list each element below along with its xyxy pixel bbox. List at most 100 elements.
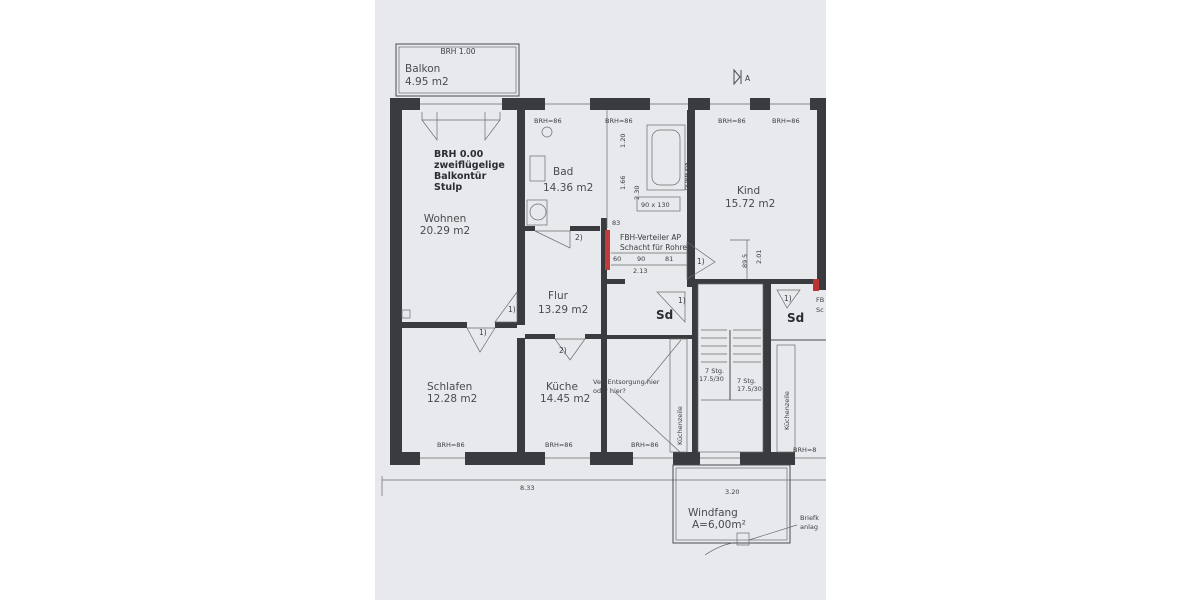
wall-flur-right <box>601 218 607 452</box>
dim-total-label: 8.33 <box>520 484 534 492</box>
left-wall <box>390 98 402 465</box>
sc-partial-label: Sc <box>816 306 824 314</box>
fbh-dim-total: 2.13 <box>633 267 647 275</box>
dim-right-label: 3.20 <box>725 488 739 496</box>
brh-kind-1: BRH=86 <box>718 117 746 125</box>
door-label-sd-right: 1) <box>784 294 792 303</box>
washer-box <box>526 199 548 226</box>
wall-wohnen-schlafen-b <box>495 322 517 328</box>
windfang-area: A=6,00m² <box>692 519 746 531</box>
door-label-wohnen: 1) <box>508 305 516 314</box>
right-brh: BRH=8 <box>793 446 816 454</box>
letterbox-icon <box>736 532 750 546</box>
kind-dim-201: 2.01 <box>755 250 763 264</box>
schlafen-name: Schlafen <box>427 381 472 393</box>
bad-area: 14.36 m2 <box>543 182 593 194</box>
door-bad-icon <box>534 230 571 249</box>
brh-kueche-1: BRH=86 <box>545 441 573 449</box>
fbh-dim-81: 81 <box>665 255 673 263</box>
door-kind-icon <box>686 241 716 280</box>
brh-bad: BRH=86 <box>534 117 562 125</box>
balcony-door-leaf-right <box>484 112 501 142</box>
kueche-note-arrow-1 <box>644 339 682 385</box>
kueche-note1: Ver- Entsorgung hier <box>593 378 660 386</box>
washer-icon <box>529 203 547 221</box>
balcony-inner <box>398 46 517 94</box>
brief-line2: anlag <box>800 523 818 531</box>
windows-bottom <box>420 452 826 465</box>
wall-bad-flur-a <box>525 226 535 231</box>
fbh-dim-60: 60 <box>613 255 621 263</box>
floor-plan-sheet: BRH 1.00 Balkon 4.95 m2 A <box>375 0 826 600</box>
kueche-name: Küche <box>546 381 578 393</box>
brh-kueche-2: BRH=86 <box>631 441 659 449</box>
entrance-swing <box>704 542 734 556</box>
bad-dim-120: 1.20 <box>619 134 627 148</box>
fbh-small-dim: 83 <box>612 219 620 227</box>
section-marker-icon <box>733 68 741 86</box>
wall-right-edge <box>817 110 826 290</box>
bad-dim-166: 1.66 <box>619 176 627 190</box>
wohnen-note-stulp: Stulp <box>434 182 462 193</box>
windfang-inner <box>675 467 788 541</box>
brh-bath: BRH=86 <box>605 117 633 125</box>
shower-box <box>636 196 681 212</box>
floor-plan: BRH 1.00 Balkon 4.95 m2 A <box>381 43 826 556</box>
door-schlafen-icon <box>466 327 496 353</box>
stair-left-count: 7 Stg. <box>705 367 724 375</box>
wall-stair-left <box>692 279 698 452</box>
stairwell <box>697 283 764 453</box>
kueche-area: 14.45 m2 <box>540 393 590 405</box>
kind-area: 15.72 m2 <box>725 198 775 210</box>
section-marker-label: A <box>745 74 751 83</box>
wohnen-note-zweifl: zweiflügelige <box>434 160 505 171</box>
column-marker <box>401 309 411 319</box>
balcony-brh: BRH 1.00 <box>440 47 475 56</box>
door-label-kueche: 2) <box>559 346 567 355</box>
wohnen-name: Wohnen <box>424 213 467 225</box>
sd-left-label: Sd <box>656 308 673 322</box>
fbh-dim-90: 90 <box>637 255 645 263</box>
schlafen-area: 12.28 m2 <box>427 393 477 405</box>
bathtub-icon <box>646 124 686 191</box>
door-sd-icon <box>656 291 686 323</box>
wall-bad-flur-b <box>570 226 600 231</box>
balcony-door-leaf-left <box>421 112 438 142</box>
stair-right-ratio: 17.5/30 <box>737 385 762 393</box>
brh-kind-2: BRH=86 <box>772 117 800 125</box>
balcony-outline <box>395 43 520 97</box>
washbasin-icon <box>541 126 553 138</box>
bathtub-inner <box>651 129 681 186</box>
wall-bad-kind <box>687 110 695 280</box>
brh-schlafen: BRH=86 <box>437 441 465 449</box>
door-sd-right-icon <box>776 289 801 309</box>
wall-flur-kueche-a <box>525 334 555 339</box>
wall-wohnen-right <box>517 110 525 325</box>
wall-kind-bottom <box>693 279 818 284</box>
fb-partial-label: FB <box>816 296 824 304</box>
toilet-icon <box>529 155 546 182</box>
flur-area: 13.29 m2 <box>538 304 588 316</box>
stair-right-count: 7 Stg. <box>737 377 756 385</box>
wall-flur-kueche-b <box>585 334 601 339</box>
balcony-name: Balkon <box>405 63 440 75</box>
wall-sd-kueche <box>607 335 692 339</box>
sd-right-label: Sd <box>787 311 804 325</box>
door-label-kind: 1) <box>697 257 705 266</box>
kuechenzeile-label: Küchenzeile <box>676 406 684 445</box>
window-schlafen <box>420 452 465 465</box>
wall-fbh-sd <box>607 279 625 284</box>
window-kueche-1 <box>545 452 590 465</box>
fbh-red-marker <box>605 230 610 270</box>
kind-name: Kind <box>737 185 760 197</box>
briefkasten-arrow <box>748 524 798 541</box>
kueche-note-arrow-2 <box>614 391 681 453</box>
right-kuechenzeile-box <box>776 344 796 453</box>
window-kueche-2 <box>633 452 673 465</box>
door-label-bad: 2) <box>575 233 583 242</box>
brief-line1: Briefk <box>800 514 819 522</box>
door-label-sd: 1) <box>678 296 686 305</box>
windfang-name: Windfang <box>688 507 738 519</box>
wall-stair-right <box>763 279 771 452</box>
door-wohnen-flur-icon <box>494 290 518 323</box>
